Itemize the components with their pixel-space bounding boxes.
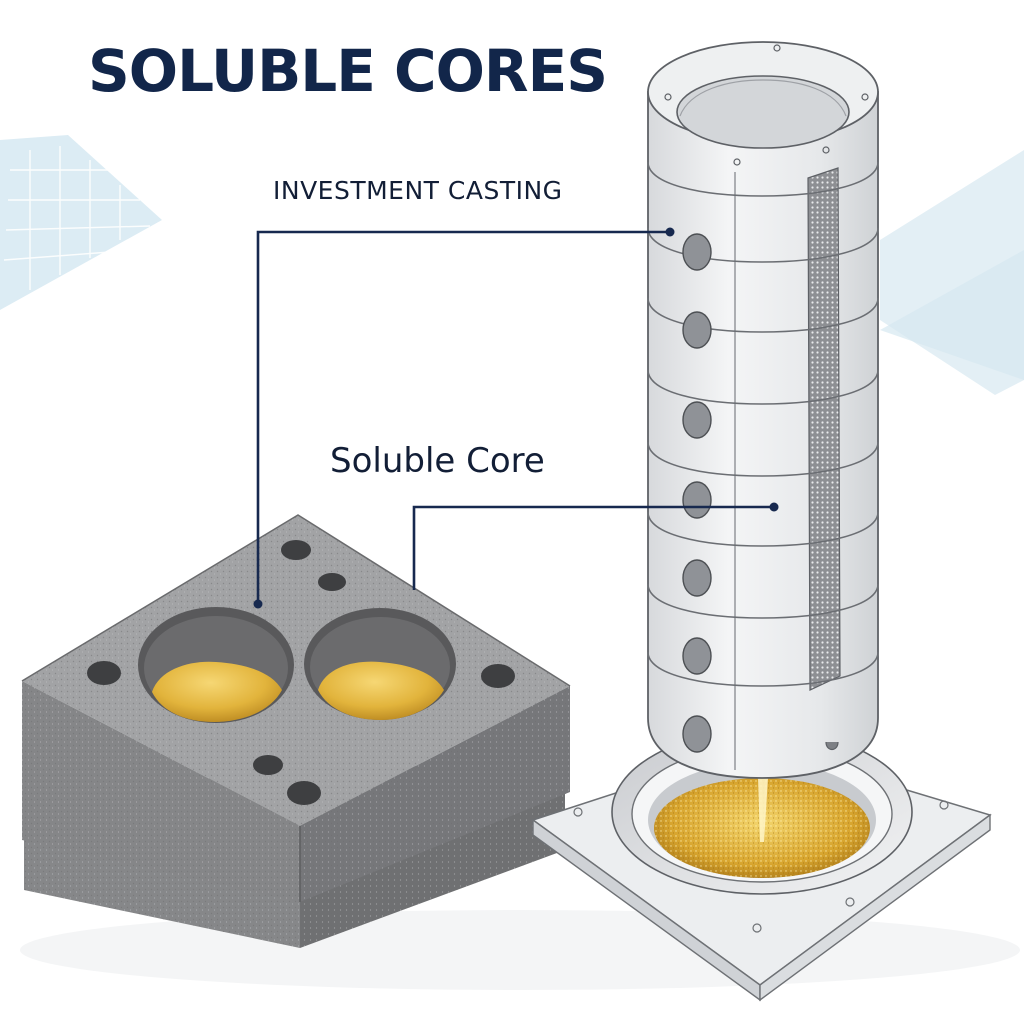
mesh-panel-icon xyxy=(807,167,841,691)
label-soluble-core: Soluble Core xyxy=(330,441,545,481)
leader-soluble-core xyxy=(412,505,774,590)
leader-dot xyxy=(253,599,263,609)
wax-pattern-icon xyxy=(318,661,444,720)
leader-dot xyxy=(665,227,675,237)
leader-investment-casting xyxy=(256,230,670,604)
leader-dot xyxy=(769,502,779,512)
mold-holes xyxy=(87,540,515,805)
base-plate xyxy=(531,729,992,1002)
floor-shadow xyxy=(20,910,1020,990)
soluble-core-tower xyxy=(647,41,879,779)
wax-pattern-icon xyxy=(152,661,282,722)
mold-block-stack xyxy=(21,514,571,948)
tower-side-holes xyxy=(682,233,712,753)
background-decor-right xyxy=(880,150,1024,395)
page-title: SOLUBLE CORES xyxy=(88,37,608,105)
label-investment-casting: INVESTMENT CASTING xyxy=(273,176,563,205)
background-decor-left xyxy=(0,135,162,310)
powder-stream xyxy=(758,778,768,842)
mold-cavity-right xyxy=(304,608,456,720)
mold-block-upper xyxy=(21,514,571,902)
mold-cavity-left xyxy=(138,607,294,723)
leader-lines xyxy=(256,230,774,604)
